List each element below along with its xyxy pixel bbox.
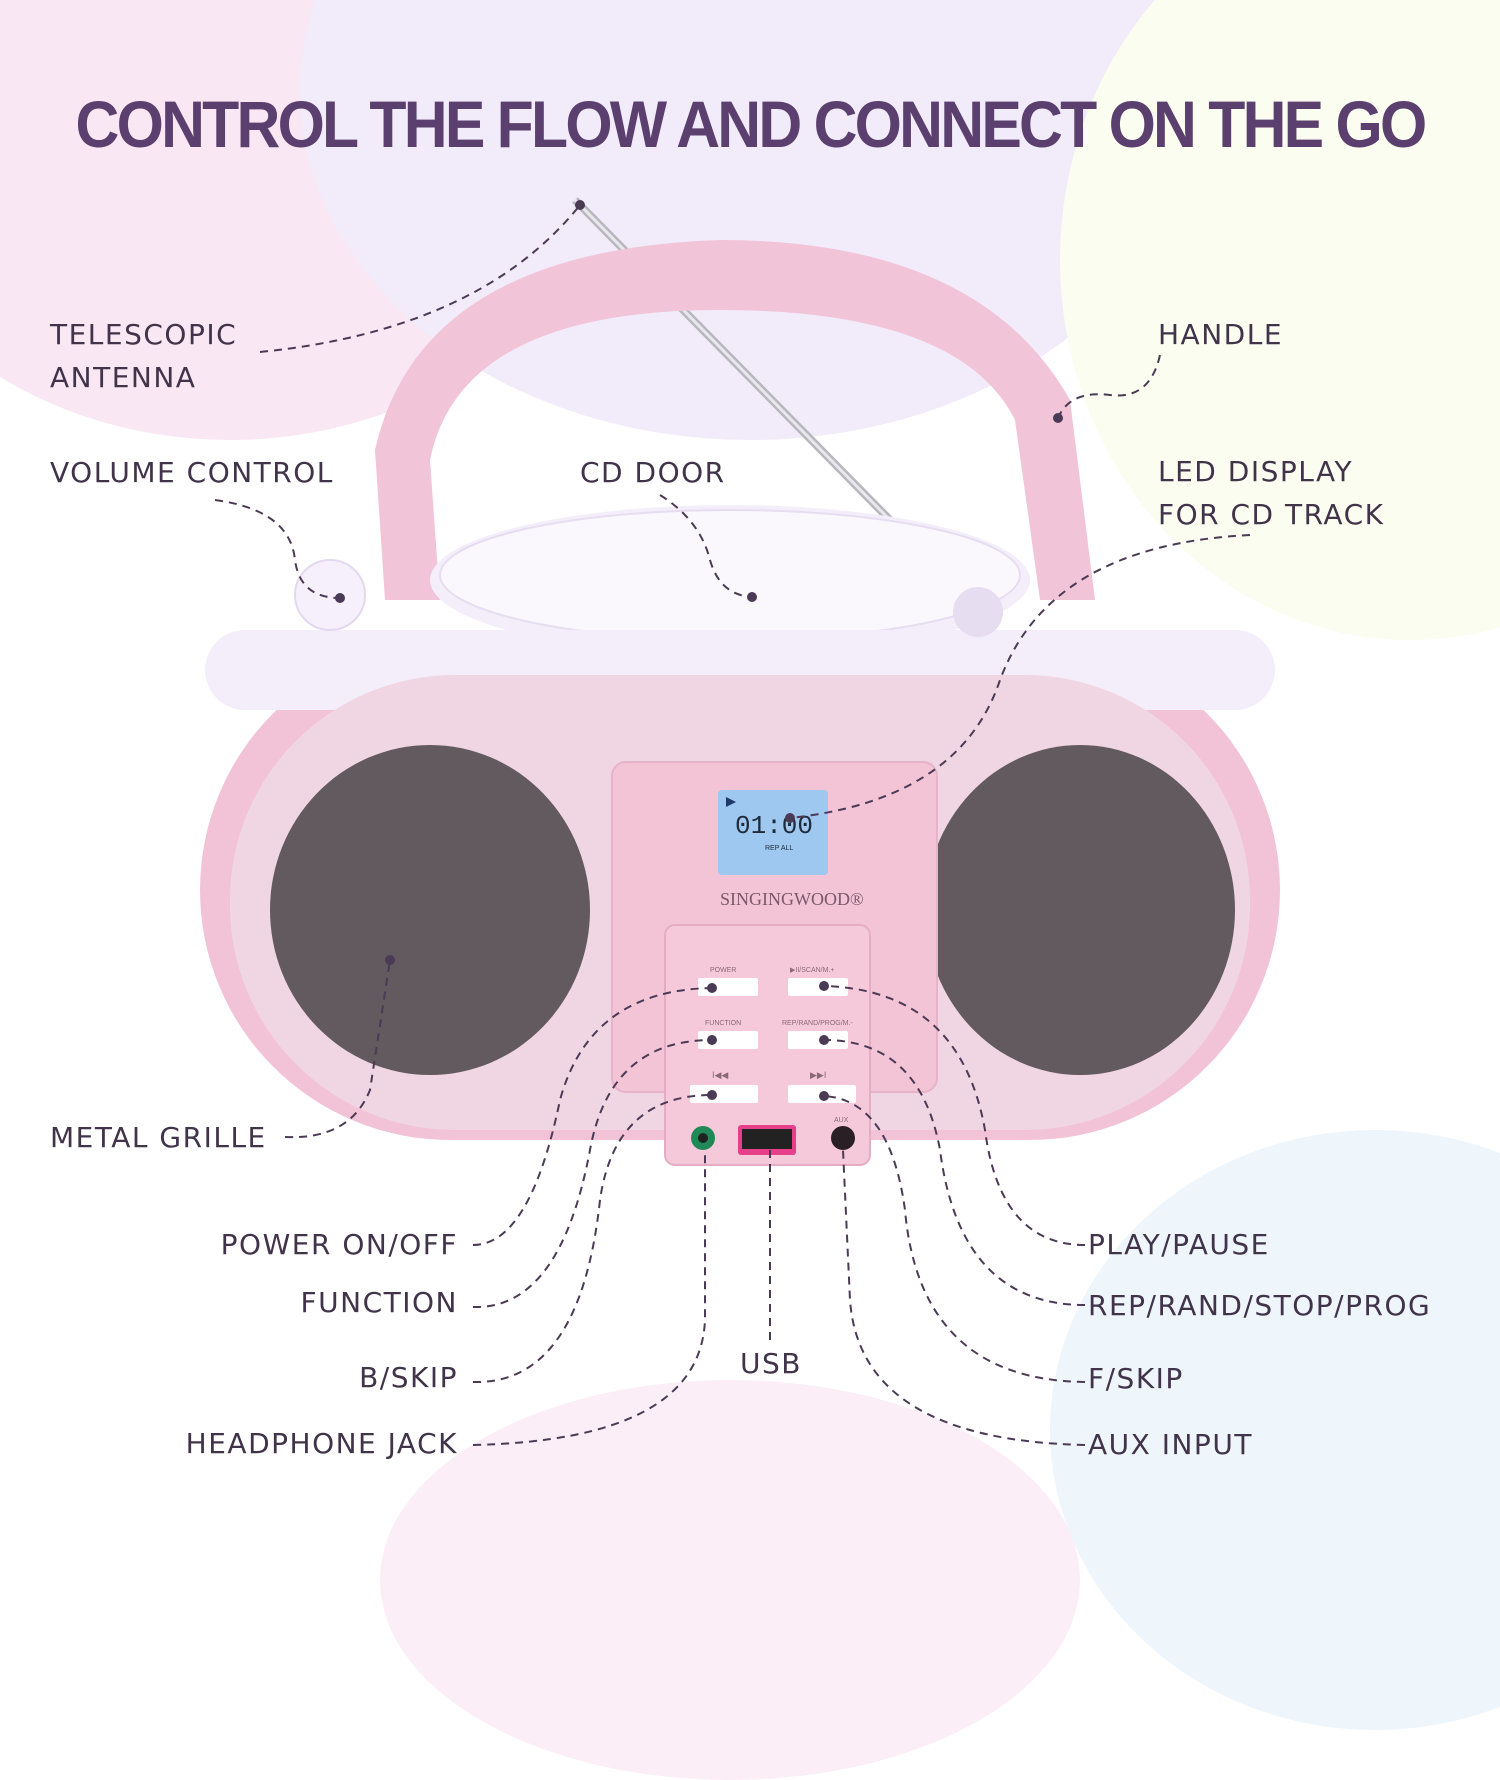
right-speaker [925, 745, 1235, 1075]
label-led-display: LED DISPLAY FOR CD TRACK [1158, 450, 1385, 536]
label-cd-door: CD DOOR [580, 456, 726, 489]
label-power: POWER ON/OFF [220, 1228, 458, 1261]
aux-jack [831, 1126, 855, 1150]
play-pause-button [788, 978, 848, 996]
label-line: TELESCOPIC [50, 318, 238, 351]
label-line: FOR CD TRACK [1158, 498, 1385, 531]
handle [375, 240, 1095, 600]
label-function: FUNCTION [300, 1286, 458, 1319]
label-volume-control: VOLUME CONTROL [50, 456, 334, 489]
rep-rand-button [788, 1031, 848, 1049]
volume-knob [294, 559, 366, 631]
label-aux-input: AUX INPUT [1088, 1428, 1253, 1461]
svg-text:POWER: POWER [710, 967, 736, 974]
label-headphone-jack: HEADPHONE JACK [185, 1427, 458, 1460]
left-speaker [270, 745, 590, 1075]
boombox-illustration: 01:00 REP ALL SINGINGWOOD® POWER ▶II/SCA… [200, 197, 1280, 1446]
svg-text:▶▶I: ▶▶I [810, 1070, 826, 1080]
lcd-time: 01:00 [735, 811, 813, 841]
svg-text:FUNCTION: FUNCTION [705, 1020, 741, 1027]
svg-text:AUX: AUX [834, 1117, 849, 1124]
lcd-display [718, 790, 828, 875]
page-title: CONTROL THE FLOW AND CONNECT ON THE GO [75, 87, 1428, 161]
leader-lines [214, 204, 1251, 1446]
b-skip-button [690, 1085, 758, 1103]
svg-text:▶II/SCAN/M.+: ▶II/SCAN/M.+ [790, 967, 834, 974]
cd-door-latch [953, 587, 1003, 637]
label-telescopic-antenna: TELESCOPIC ANTENNA [50, 313, 237, 399]
label-line: ANTENNA [50, 361, 197, 394]
power-button [698, 978, 758, 996]
label-metal-grille: METAL GRILLE [50, 1121, 267, 1154]
label-f-skip: F/SKIP [1088, 1362, 1184, 1395]
label-b-skip: B/SKIP [359, 1361, 458, 1394]
svg-text:REP ALL: REP ALL [765, 845, 793, 852]
label-rep-rand: REP/RAND/STOP/PROG [1088, 1289, 1432, 1322]
label-usb: USB [740, 1347, 802, 1380]
label-handle: HANDLE [1158, 318, 1284, 351]
label-line: LED DISPLAY [1158, 455, 1354, 488]
svg-text:I◀◀: I◀◀ [712, 1070, 728, 1080]
brand-logo: SINGINGWOOD® [720, 889, 864, 909]
label-play-pause: PLAY/PAUSE [1088, 1228, 1270, 1261]
svg-text:REP/RAND/PROG/M.-: REP/RAND/PROG/M.- [782, 1020, 853, 1027]
